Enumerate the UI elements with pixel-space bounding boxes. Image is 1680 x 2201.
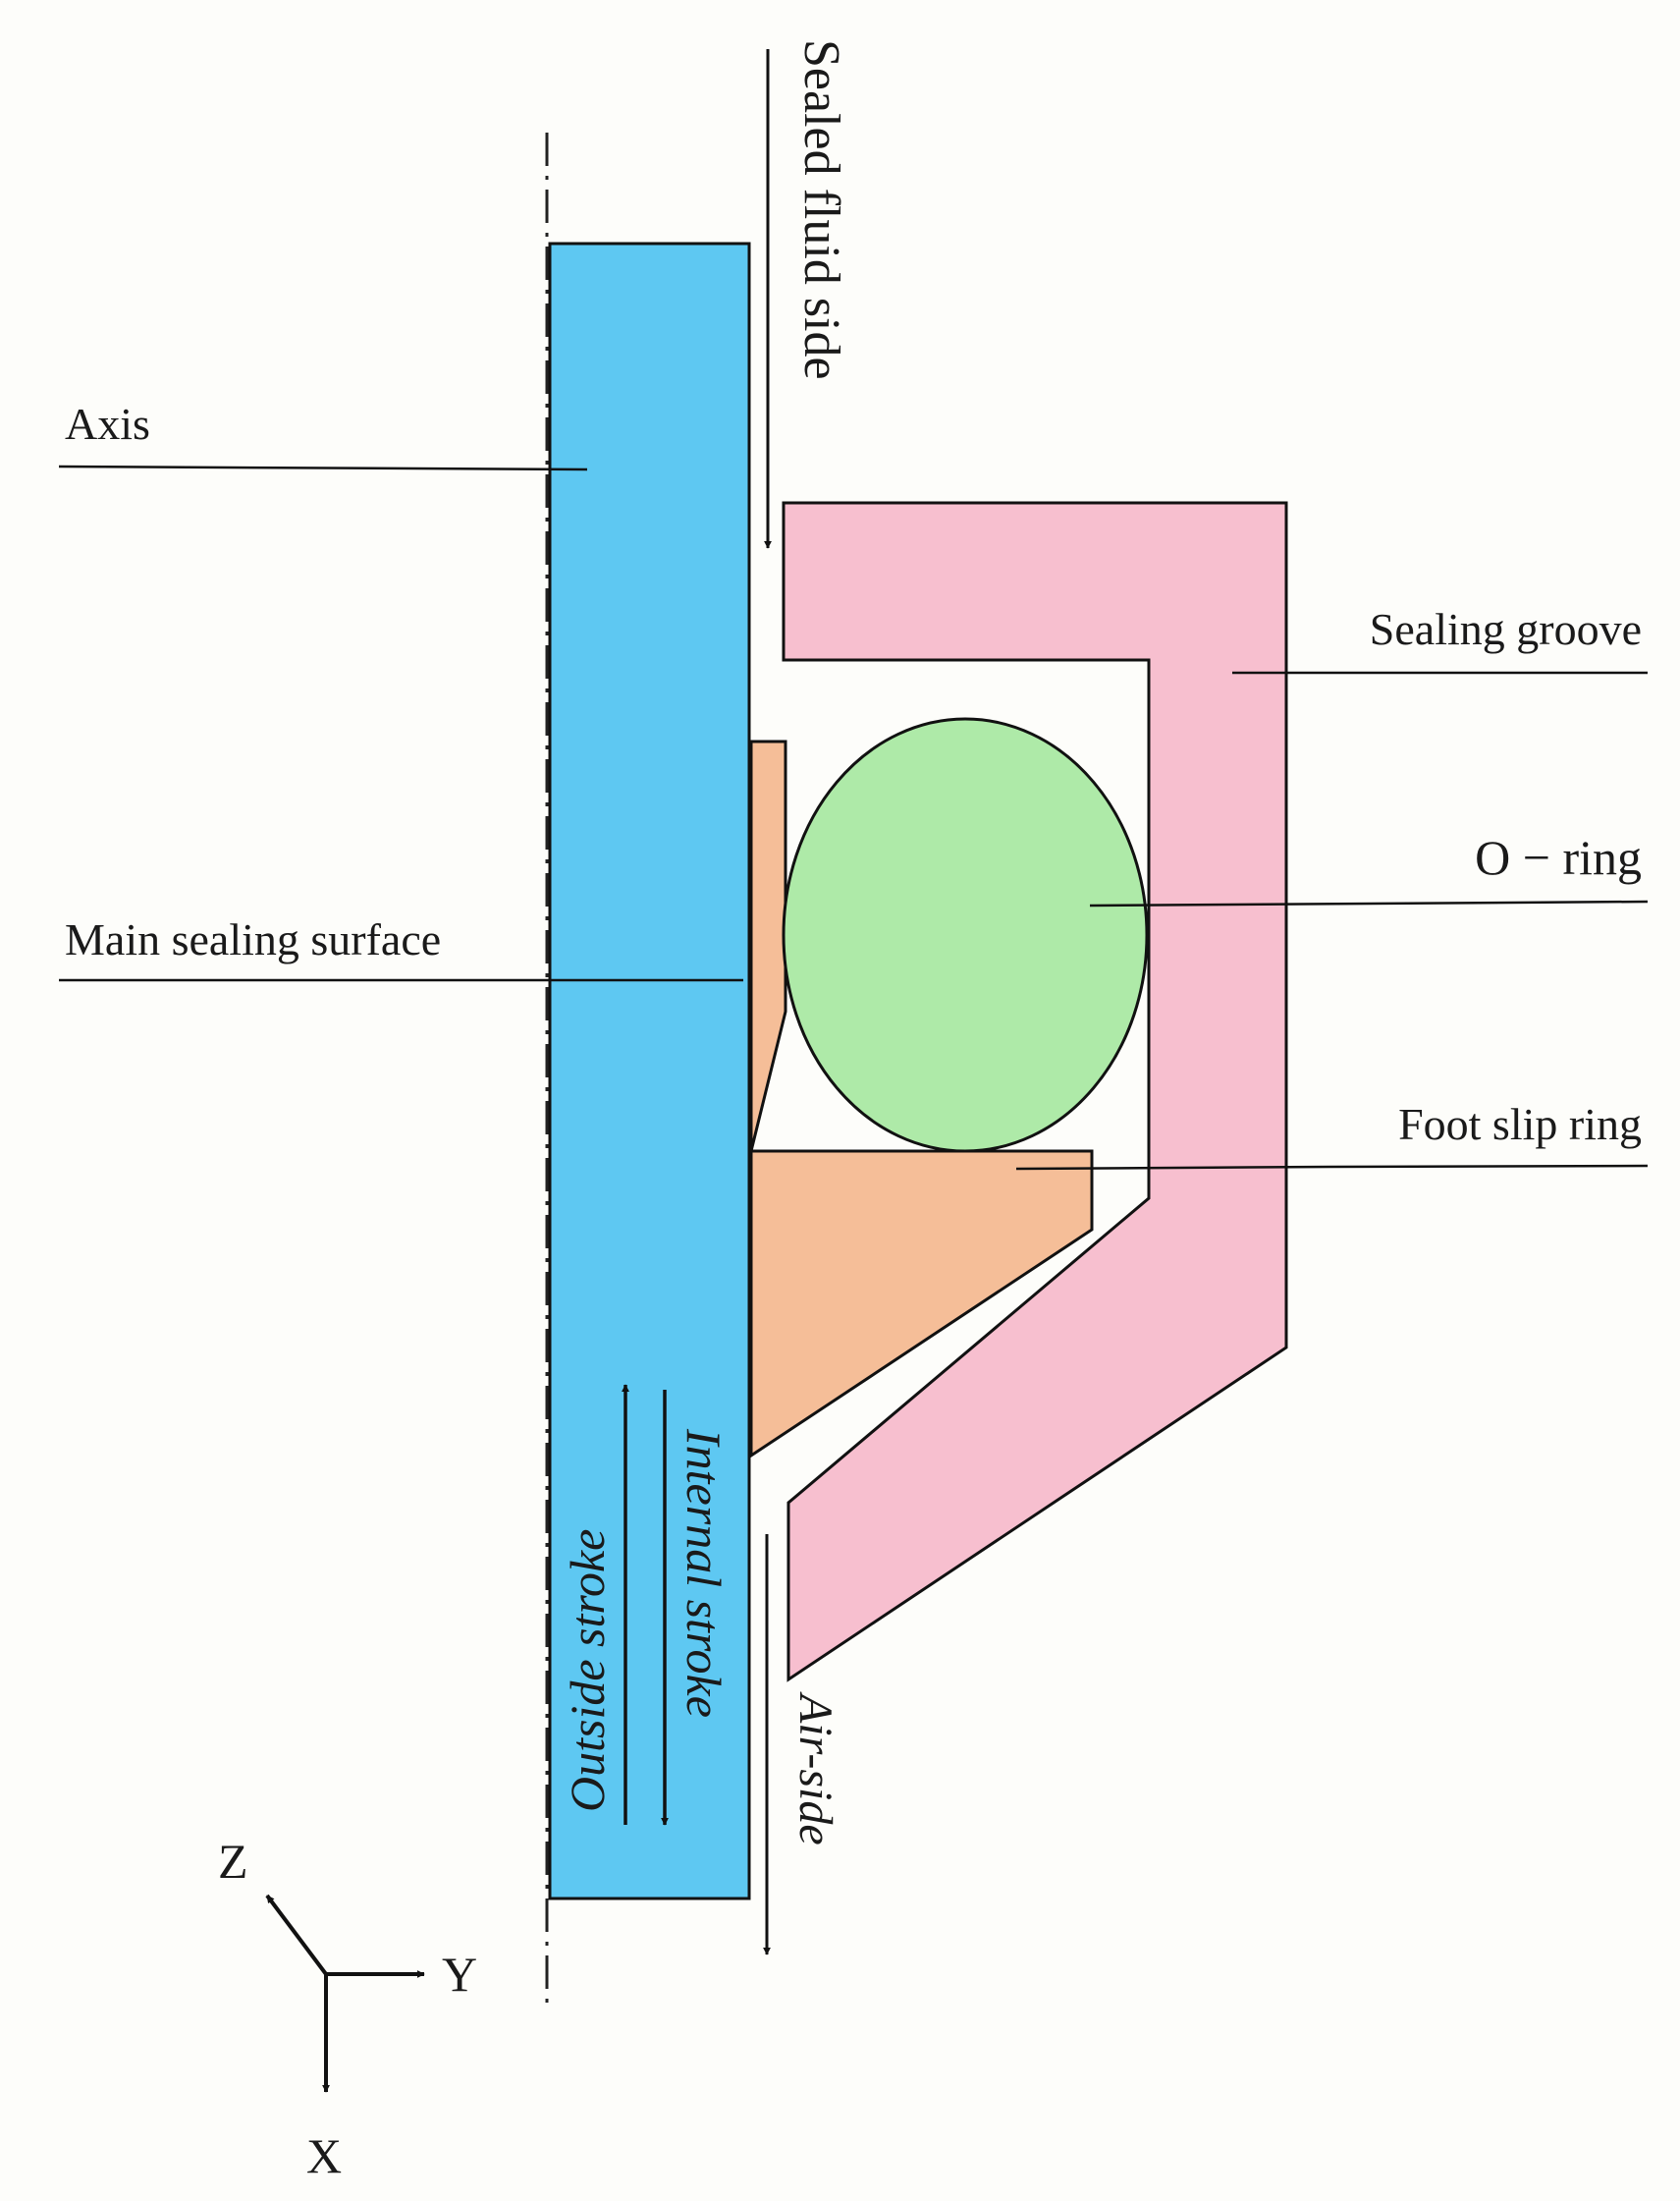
outside-stroke-label: Outside stroke xyxy=(560,1529,615,1812)
sealing-groove-label: Sealing groove xyxy=(1370,604,1642,654)
o-ring-label: O − ring xyxy=(1475,830,1642,885)
coord-y-label: Y xyxy=(442,1947,477,2002)
axis-body xyxy=(548,242,751,1900)
axis-label: Axis xyxy=(65,399,150,449)
coord-z-label: Z xyxy=(218,1834,248,1889)
main-sealing-surface-label: Main sealing surface xyxy=(65,914,441,964)
o-ring-shape xyxy=(782,717,1149,1153)
sealing-groove-shape xyxy=(782,501,1288,1682)
internal-stroke-label: Internal stroke xyxy=(677,1428,732,1718)
coord-z-axis-arrow xyxy=(265,1894,328,1976)
air-side-label: Air-side xyxy=(789,1691,841,1845)
o-ring-leader-line xyxy=(1089,900,1649,908)
axis-leader-line xyxy=(58,465,588,471)
foot-slip-ring-leader-line-ext xyxy=(1329,1164,1649,1169)
foot-slip-ring-leader-line xyxy=(1015,1165,1331,1171)
sealed-fluid-side-label: Sealed fluid side xyxy=(793,39,849,380)
foot-slip-ring-label: Foot slip ring xyxy=(1398,1099,1642,1149)
foot-slip-ring-shape xyxy=(749,740,1094,1458)
coord-x-label: X xyxy=(306,2128,342,2183)
